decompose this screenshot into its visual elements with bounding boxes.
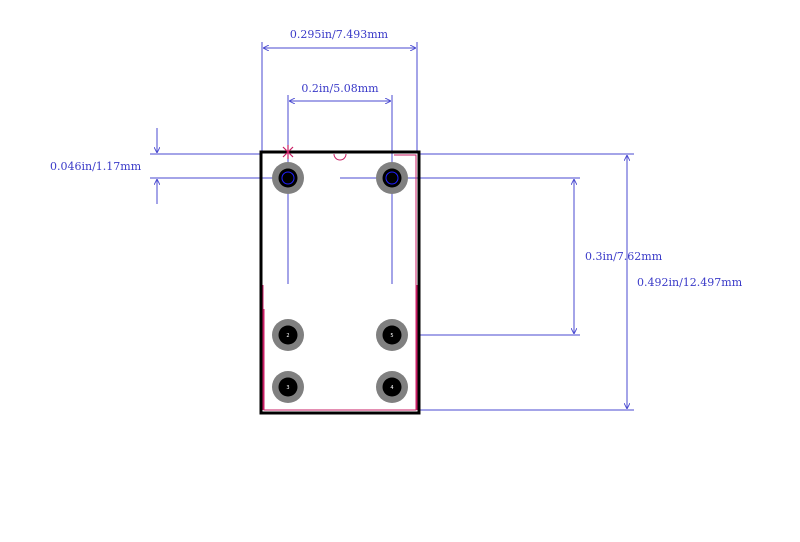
- pad-number: 3: [286, 385, 289, 391]
- pad-4: 5: [376, 319, 408, 351]
- dimension-label: 0.295in/7.493mm: [290, 28, 389, 41]
- dimension-label: 0.3in/7.62mm: [585, 250, 663, 263]
- body-outline: [259, 150, 421, 415]
- dimension-label: 0.2in/5.08mm: [301, 82, 379, 95]
- dimension-overall-height: 0.492in/12.497mm: [420, 153, 743, 411]
- dimension-pin-pitch-x: 0.2in/5.08mm: [287, 82, 393, 284]
- drill-hole: [278, 377, 298, 397]
- pad-1: [272, 162, 304, 194]
- pad-number: 4: [390, 385, 393, 391]
- dimension-label: 0.046in/1.17mm: [50, 160, 142, 173]
- pad-marker: [385, 171, 399, 185]
- dimension-overall-width: 0.295in/7.493mm: [261, 28, 418, 152]
- drill-hole: [382, 168, 402, 188]
- pad-6: 4: [376, 371, 408, 403]
- pad-5: 3: [272, 371, 304, 403]
- pad-group: 2 5 3 4: [272, 162, 408, 403]
- pin1-notch-icon: [333, 153, 347, 161]
- drill-hole: [382, 377, 402, 397]
- origin-marker-icon: [282, 145, 294, 159]
- dimension-edge-offset: 0.046in/1.17mm: [50, 128, 288, 204]
- dimension-label: 0.492in/12.497mm: [637, 276, 743, 289]
- pad-number: 5: [390, 333, 393, 339]
- pad-marker: [281, 171, 295, 185]
- dimension-pin-pitch-y: 0.3in/7.62mm: [340, 177, 663, 336]
- pad-3: 2: [272, 319, 304, 351]
- drill-hole: [278, 168, 298, 188]
- pad-number: 2: [286, 333, 289, 339]
- pad-2: [376, 162, 408, 194]
- drill-hole: [278, 325, 298, 345]
- silkscreen-outline: [263, 154, 417, 411]
- drill-hole: [382, 325, 402, 345]
